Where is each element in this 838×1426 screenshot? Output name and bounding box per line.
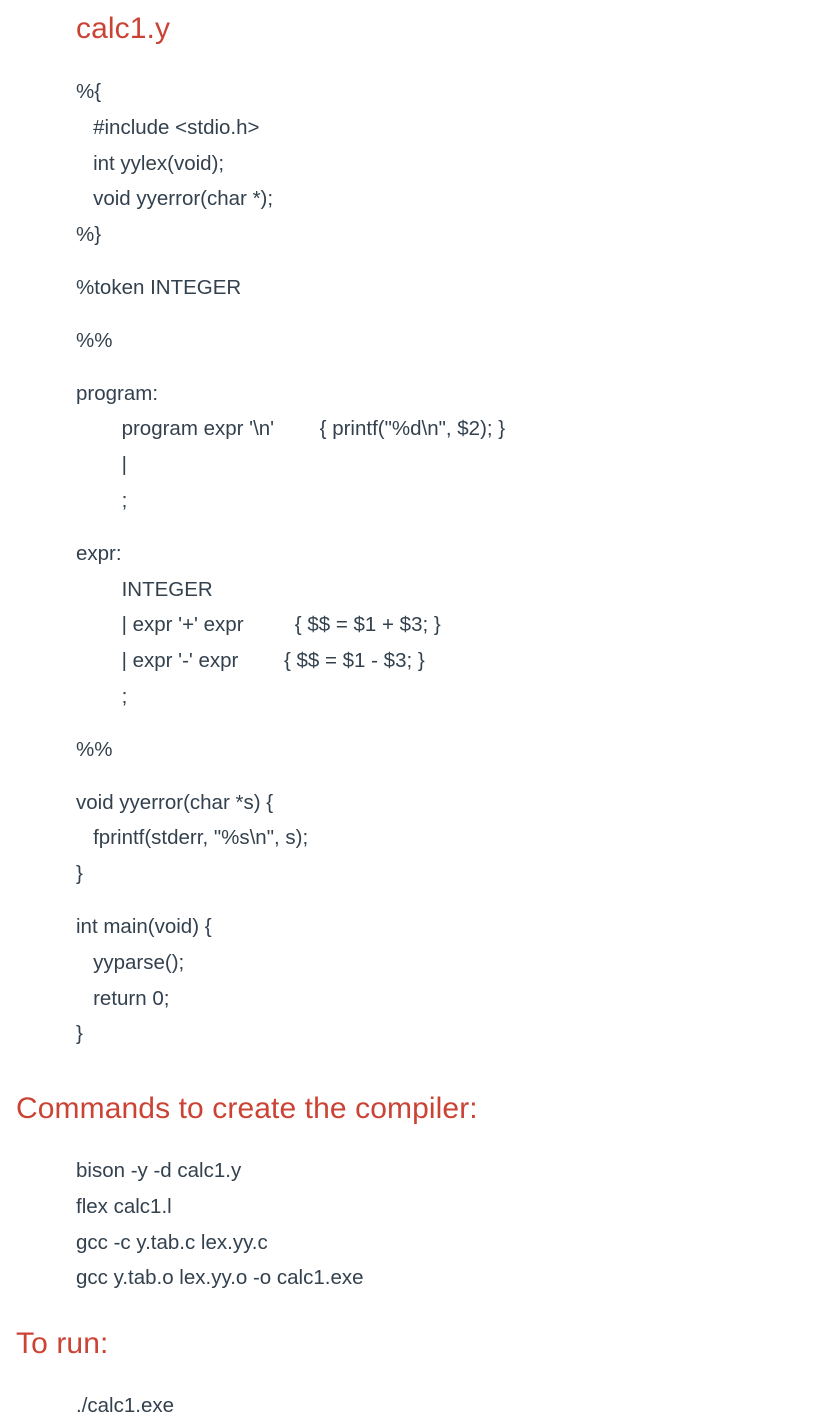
commands-listing: bison -y -d calc1.y flex calc1.l gcc -c y.… — [76, 1153, 364, 1296]
code-line: program expr '\n' { printf("%d\n", $2); … — [76, 417, 506, 441]
code-line: %token INTEGER — [76, 275, 242, 299]
code-blank-line — [76, 359, 505, 376]
code-line: bison -y -d calc1.y — [76, 1159, 242, 1182]
code-line: %% — [76, 737, 113, 761]
code-blank-line — [76, 768, 505, 785]
code-line: #include <stdio.h> — [76, 115, 260, 139]
code-line: ; — [76, 488, 128, 512]
code-line: } — [76, 1022, 83, 1046]
code-blank-line — [76, 892, 505, 909]
code-line: | — [76, 453, 127, 477]
code-line: int yylex(void); — [76, 151, 225, 175]
code-line: %} — [76, 223, 102, 247]
run-listing: ./calc1.exe — [76, 1388, 174, 1424]
code-line: return 0; — [76, 986, 170, 1010]
code-line: void yyerror(char *); — [76, 187, 274, 211]
code-line: flex calc1.l — [76, 1194, 172, 1218]
code-line: gcc -c y.tab.c lex.yy.c — [76, 1230, 268, 1254]
code-line: program: — [76, 381, 159, 405]
code-line: %% — [76, 328, 113, 352]
page-title: calc1.y — [76, 12, 171, 45]
code-line: expr: — [76, 541, 122, 565]
code-line: } — [76, 862, 83, 886]
commands-section-heading: Commands to create the compiler: — [16, 1092, 478, 1125]
source-code-listing: %{ #include <stdio.h> int yylex(void); v… — [76, 74, 505, 1052]
code-line: | expr '+' expr { $$ = $1 + $3; } — [76, 613, 441, 637]
code-line: int main(void) { — [76, 914, 212, 938]
code-blank-line — [76, 715, 505, 732]
code-line: %{ — [76, 80, 102, 103]
code-line: ./calc1.exe — [76, 1394, 174, 1417]
code-line: fprintf(stderr, "%s\n", s); — [76, 826, 309, 850]
code-line: void yyerror(char *s) { — [76, 790, 274, 814]
code-blank-line — [76, 519, 505, 536]
run-section-heading: To run: — [16, 1327, 109, 1360]
code-line: gcc y.tab.o lex.yy.o -o calc1.exe — [76, 1266, 364, 1290]
code-line: INTEGER — [76, 577, 213, 601]
code-line: | expr '-' expr { $$ = $1 - $3; } — [76, 649, 425, 673]
code-blank-line — [76, 306, 505, 323]
code-line: ; — [76, 684, 128, 708]
code-line: yyparse(); — [76, 950, 185, 974]
code-blank-line — [76, 253, 505, 270]
